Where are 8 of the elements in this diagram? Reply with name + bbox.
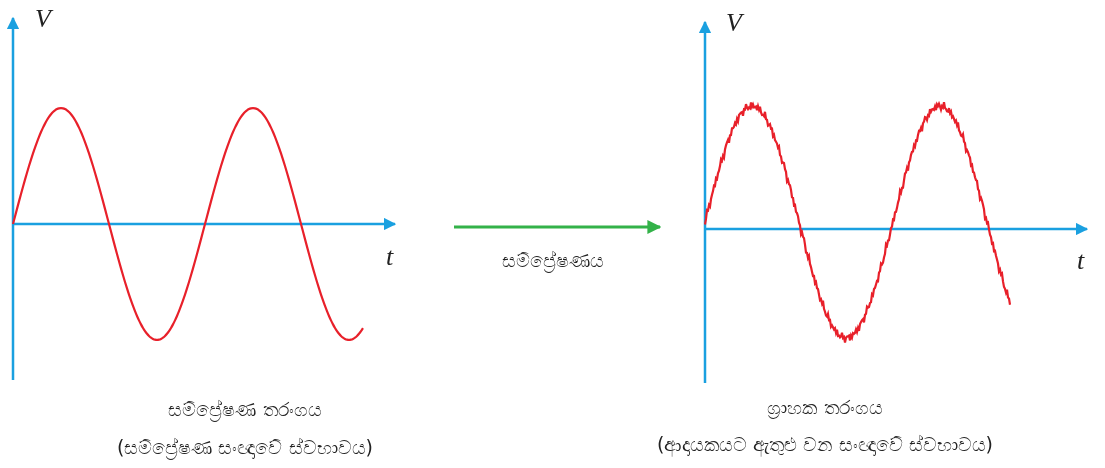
axis-label: t [386, 244, 394, 270]
graph-caption: සම්ප්‍රේෂණ තරංගය [168, 398, 322, 421]
graph-caption: (ආදායකයට ඇතුළු වන සංඥාවේ ස්වභාවය) [657, 433, 993, 456]
axis-label: t [1077, 248, 1085, 274]
graph-caption: (සම්ප්‍රේෂණ සංඥාවේ ස්වභාවය) [117, 436, 373, 459]
edge-label: සම්ප්‍රේෂණය [500, 249, 606, 272]
arrow [454, 220, 662, 234]
graph-caption: ග්‍රාහක තරංගය [767, 396, 883, 419]
